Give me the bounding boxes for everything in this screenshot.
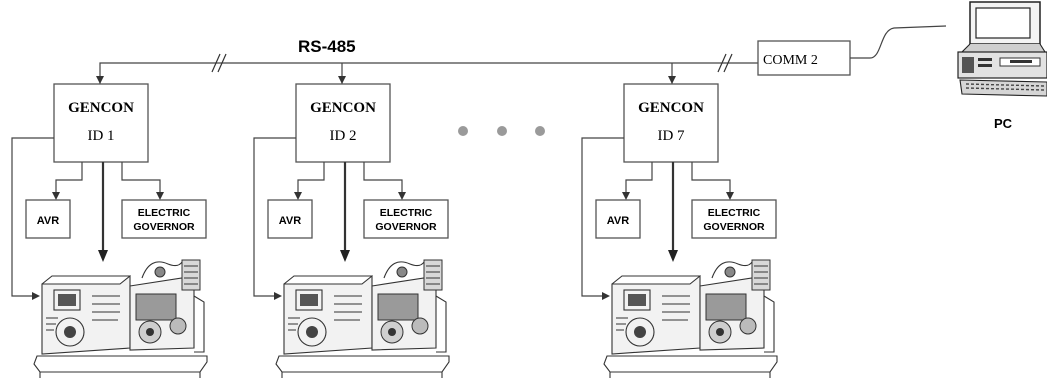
ellipsis-dot [458, 126, 468, 136]
controller-id: ID 7 [657, 128, 685, 144]
generator-unit-1: GENCON ID 1 AVR ELECTRIC GOVERNOR [12, 84, 207, 378]
gencon-controller: GENCON ID 1 [54, 84, 148, 162]
controller-title: GENCON [310, 100, 376, 116]
electric-governor-box: ELECTRIC GOVERNOR [364, 200, 448, 238]
governor-label-line1: ELECTRIC [380, 207, 433, 219]
avr-box: AVR [268, 200, 312, 238]
controller-title: GENCON [68, 100, 134, 116]
pc-label: PC [994, 116, 1013, 131]
electric-governor-box: ELECTRIC GOVERNOR [692, 200, 776, 238]
avr-box: AVR [26, 200, 70, 238]
gencon-controller: GENCON ID 2 [296, 84, 390, 162]
generator-set-illustration [276, 260, 449, 378]
avr-label: AVR [279, 215, 301, 227]
controller-title: GENCON [638, 100, 704, 116]
electric-governor-box: ELECTRIC GOVERNOR [122, 200, 206, 238]
governor-label-line1: ELECTRIC [138, 207, 191, 219]
controller-id: ID 1 [87, 128, 114, 144]
generator-set-illustration [34, 260, 207, 378]
generator-set-illustration [604, 260, 777, 378]
rs485-bus: RS-485 [96, 37, 758, 84]
comm-label: COMM 2 [763, 53, 818, 68]
governor-label-line1: ELECTRIC [708, 207, 761, 219]
avr-label: AVR [37, 215, 59, 227]
governor-label-line2: GOVERNOR [703, 221, 765, 233]
avr-box: AVR [596, 200, 640, 238]
ellipsis-dots [458, 126, 545, 136]
governor-label-line2: GOVERNOR [375, 221, 437, 233]
generator-unit-2: GENCON ID 2 AVR ELECTRIC GOVERNOR [254, 84, 449, 378]
controller-id: ID 2 [329, 128, 356, 144]
ellipsis-dot [535, 126, 545, 136]
ellipsis-dot [497, 126, 507, 136]
pc-screen [976, 8, 1030, 38]
generator-unit-7: GENCON ID 7 AVR ELECTRIC GOVERNOR [582, 84, 777, 378]
gencon-controller: GENCON ID 7 [624, 84, 718, 162]
governor-label-line2: GOVERNOR [133, 221, 195, 233]
avr-label: AVR [607, 215, 629, 227]
comm-port: COMM 2 [758, 41, 850, 75]
pc-computer: PC [958, 2, 1047, 131]
pc-cable [850, 26, 946, 58]
bus-label: RS-485 [298, 37, 356, 56]
